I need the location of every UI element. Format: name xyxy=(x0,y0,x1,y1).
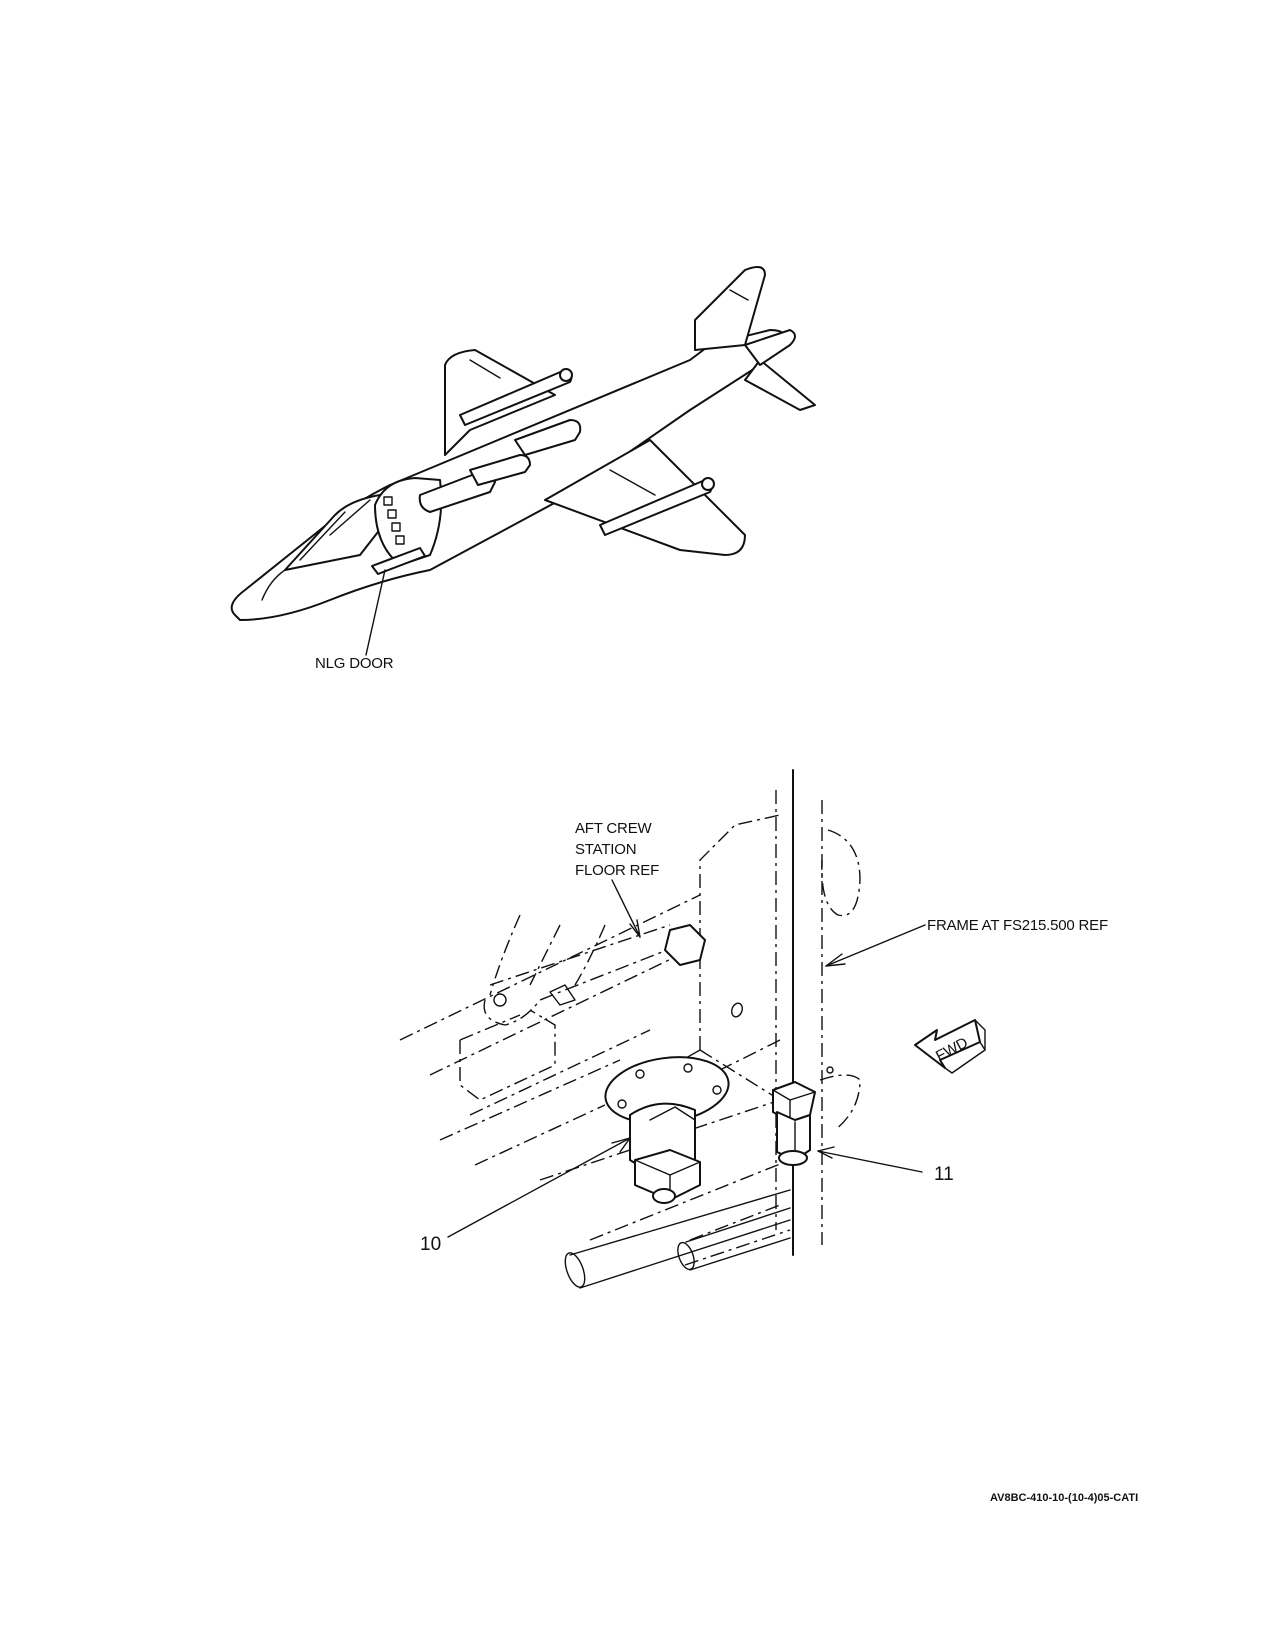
floor-callout-line1: AFT CREW xyxy=(575,820,652,837)
figure-code: AV8BC-410-10-(10-4)05-CATI xyxy=(990,1492,1138,1504)
nlg-door-callout: NLG DOOR xyxy=(315,655,394,672)
aircraft-illustration xyxy=(230,265,816,656)
fitting-10 xyxy=(604,1056,730,1204)
floor-callout-line3: FLOOR REF xyxy=(575,862,659,879)
floor-callout-line2: STATION xyxy=(575,841,636,858)
fitting-11 xyxy=(772,1081,816,1166)
frame-callout: FRAME AT FS215.500 REF xyxy=(927,917,1108,934)
fwd-arrow-icon xyxy=(914,1019,986,1074)
detail-structure xyxy=(399,769,861,1289)
leader-lines xyxy=(447,879,926,1238)
item-10-number: 10 xyxy=(420,1234,441,1255)
item-11-number: 11 xyxy=(934,1164,954,1185)
